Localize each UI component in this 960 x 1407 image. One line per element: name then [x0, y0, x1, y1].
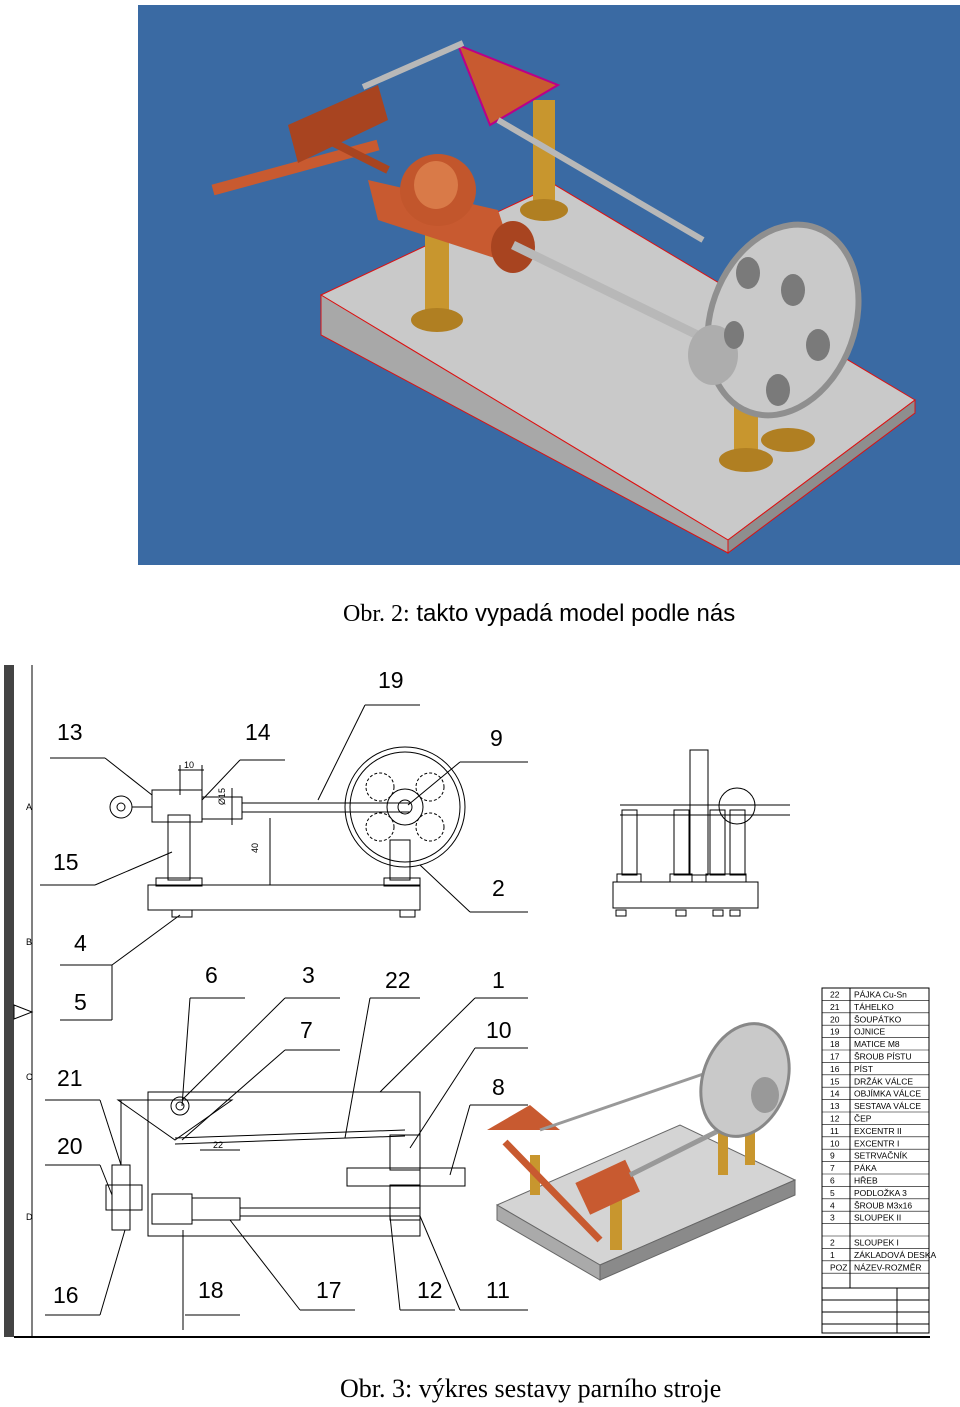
- bom-name: SETRVAČNÍK: [854, 1151, 908, 1161]
- bom-position: 21: [830, 1002, 840, 1012]
- bom-name: ŠROUB M3x16: [854, 1200, 912, 1210]
- callout-number: 15: [53, 849, 79, 875]
- bom-position: 20: [830, 1014, 840, 1024]
- bom-name: HŘEB: [854, 1176, 878, 1186]
- border-mark: B: [26, 937, 32, 947]
- dimension-label: 22: [213, 1140, 223, 1150]
- bom-name: PÍST: [854, 1064, 873, 1074]
- bom-position: 15: [830, 1076, 840, 1086]
- bom-position: 19: [830, 1027, 840, 1037]
- bom-position: 4: [830, 1200, 835, 1210]
- callout-number: 2: [492, 875, 505, 901]
- callout-number: 22: [385, 967, 411, 993]
- bom-name: OBJÍMKA VÁLCE: [854, 1089, 921, 1099]
- bom-position: 13: [830, 1101, 840, 1111]
- border-mark: D: [26, 1212, 33, 1222]
- bom-position: 2: [830, 1238, 835, 1248]
- steam-engine-3d-model: [211, 40, 916, 554]
- bom-name: PÁJKA Cu-Sn: [854, 990, 907, 1000]
- callout-number: 16: [53, 1282, 79, 1308]
- caption-prefix: Obr. 2:: [343, 601, 410, 627]
- bom-position: 12: [830, 1114, 840, 1124]
- callout-number: 13: [57, 719, 83, 745]
- callout-number: 9: [490, 725, 503, 751]
- bom-name: PODLOŽKA 3: [854, 1188, 907, 1198]
- bom-name: MATICE M8: [854, 1039, 900, 1049]
- bom-name: EXCENTR I: [854, 1138, 899, 1148]
- bom-position: 11: [830, 1126, 839, 1136]
- callout-number: 7: [300, 1017, 313, 1043]
- callout-number: 12: [417, 1277, 443, 1303]
- bom-position: 6: [830, 1176, 835, 1186]
- dimension-label: Ø15: [217, 788, 227, 805]
- bom-position: 22: [830, 990, 840, 1000]
- model-render-image: [138, 5, 960, 565]
- caption-prefix: Obr. 3:: [340, 1374, 413, 1403]
- assembly-drawing-svg: A B C D 10 Ø15 40: [4, 665, 937, 1338]
- dimension-label: 10: [184, 760, 194, 770]
- bom-name: DRŽÁK VÁLCE: [854, 1076, 913, 1086]
- callout-number: 20: [57, 1133, 83, 1159]
- bom-position: 18: [830, 1039, 840, 1049]
- bom-name: SLOUPEK II: [854, 1213, 901, 1223]
- callout-number: 6: [205, 962, 218, 988]
- bom-position: 5: [830, 1188, 835, 1198]
- callout-number: 21: [57, 1065, 83, 1091]
- bom-position: 7: [830, 1163, 835, 1173]
- callout-number: 14: [245, 719, 271, 745]
- bom-name: NÁZEV-ROZMĚR: [854, 1262, 922, 1272]
- bom-name: ŠOUPÁTKO: [854, 1014, 902, 1024]
- callout-number: 3: [302, 962, 315, 988]
- bom-position: 17: [830, 1052, 840, 1062]
- callout-number: 10: [486, 1017, 512, 1043]
- bom-name: SLOUPEK I: [854, 1238, 899, 1248]
- callout-number: 4: [74, 930, 87, 956]
- bom-position: 3: [830, 1213, 835, 1223]
- callout-number: 5: [74, 989, 87, 1015]
- bom-name: ČEP: [854, 1114, 872, 1124]
- bom-position: 16: [830, 1064, 840, 1074]
- callout-number: 18: [198, 1277, 224, 1303]
- bom-name: PÁKA: [854, 1163, 877, 1173]
- callout-number: 1: [492, 967, 505, 993]
- dimension-label: 40: [250, 843, 260, 853]
- bom-position: 1: [830, 1250, 835, 1260]
- bom-name: SESTAVA VÁLCE: [854, 1101, 921, 1111]
- border-mark: A: [26, 802, 32, 812]
- bom-position: 14: [830, 1089, 840, 1099]
- bom-position: POZ: [830, 1262, 847, 1272]
- bom-name: EXCENTR II: [854, 1126, 902, 1136]
- isometric-view: [487, 1022, 797, 1281]
- bom-name: ŠROUB PÍSTU: [854, 1052, 912, 1062]
- bom-name: ZÁKLADOVÁ DESKA: [854, 1250, 937, 1260]
- caption-text: výkres sestavy parního stroje: [412, 1374, 722, 1403]
- bom-position: 9: [830, 1151, 835, 1161]
- callout-number: 8: [492, 1074, 505, 1100]
- assembly-drawing: A B C D 10 Ø15 40: [0, 660, 960, 1350]
- callout-number: 19: [378, 667, 404, 693]
- figure-3-caption: Obr. 3: výkres sestavy parního stroje: [340, 1373, 721, 1404]
- caption-text: takto vypadá model podle nás: [409, 600, 736, 627]
- callout-number: 11: [486, 1277, 510, 1303]
- bom-name: OJNICE: [854, 1027, 886, 1037]
- bom-position: 10: [830, 1138, 840, 1148]
- border-mark: C: [26, 1072, 33, 1082]
- callout-number: 17: [316, 1277, 342, 1303]
- figure-2-caption: Obr. 2: takto vypadá model podle nás: [343, 600, 735, 628]
- bom-name: TÁHELKO: [854, 1002, 894, 1012]
